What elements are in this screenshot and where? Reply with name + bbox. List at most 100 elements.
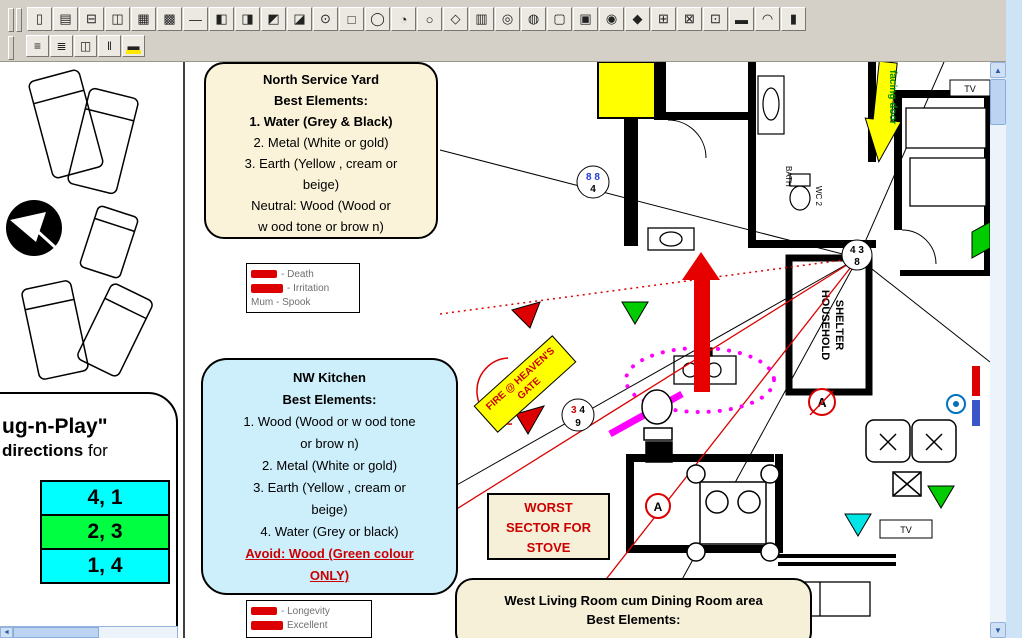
tool-monitor-button[interactable]: ◩ <box>261 7 286 31</box>
sector-a-marker-2: A <box>645 493 671 519</box>
rounded-square-icon: ▢ <box>553 11 566 26</box>
circle3-top-red: 3 <box>571 405 577 416</box>
facing-door-arrow: facing door <box>864 62 902 163</box>
legend-box-top[interactable]: - Death - Irritation Mum - Spook <box>246 263 360 313</box>
tool-hatch-button[interactable]: ▥ <box>469 7 494 31</box>
tool-dot-square-button[interactable]: ⊡ <box>703 7 728 31</box>
drawing-canvas[interactable]: BATH WC 2 HOUSEHOLD SHELTER <box>0 62 990 638</box>
plus-square-icon: ⊞ <box>658 11 669 26</box>
horizontal-scrollbar-thumb[interactable] <box>13 627 99 638</box>
tool-circle-dot-button[interactable]: ⊙ <box>313 7 338 31</box>
direction-cell: 2, 3 <box>42 516 168 550</box>
circle-icon: ○ <box>425 11 434 27</box>
tool-open-button[interactable]: ▤ <box>53 7 78 31</box>
household-shelter-label: SHELTER <box>833 300 845 351</box>
scroll-up-button[interactable]: ▲ <box>990 62 1006 78</box>
scroll-down-button[interactable]: ▼ <box>990 622 1006 638</box>
worst-line: WORST <box>524 500 573 515</box>
tool-donut-button[interactable]: ◎ <box>495 7 520 31</box>
avoid-line: Avoid: Wood (Green colour <box>245 546 414 561</box>
tool-monitor2-button[interactable]: ◪ <box>287 7 312 31</box>
columns-icon: ‖ <box>107 39 112 53</box>
plug-subtitle-rest: for <box>83 441 108 460</box>
legend-label: Excellent <box>287 619 328 631</box>
tool-align-button[interactable]: ≡ <box>26 35 49 57</box>
red-triangle <box>515 405 546 435</box>
tool-frame-button[interactable]: ◫ <box>74 35 97 57</box>
compass-symbol <box>6 200 62 256</box>
callout-title: West Living Room cum Dining Room area <box>504 593 763 608</box>
west-living-room-callout[interactable]: West Living Room cum Dining Room area Be… <box>455 578 812 638</box>
wc-label: WC 2 <box>814 186 823 207</box>
tool-plus-square-button[interactable]: ⊞ <box>651 7 676 31</box>
tool-filled-square-button[interactable]: ▣ <box>573 7 598 31</box>
callout-line: 1. Water (Grey & Black) <box>249 114 393 129</box>
horizontal-scrollbar[interactable]: ◄ <box>0 626 178 638</box>
red-sector-lines-group <box>454 257 859 638</box>
sector-lines-group <box>439 62 990 638</box>
legend-box-bottom[interactable]: - Longevity Excellent <box>246 600 372 638</box>
tool-grid-button[interactable]: ▩ <box>157 7 182 31</box>
tool-ellipse-button[interactable]: ◯ <box>365 7 390 31</box>
plug-title: ug-n-Play" <box>2 415 108 438</box>
tool-bar-button[interactable]: ▬ <box>729 7 754 31</box>
bar-icon: ▬ <box>735 11 748 27</box>
callout-line: 3. Earth (Yellow , cream or <box>253 480 406 495</box>
toolbar-grip[interactable] <box>16 8 22 32</box>
tool-book-button[interactable]: ▦ <box>131 7 156 31</box>
callout-line: Neutral: Wood (Wood or <box>251 198 391 213</box>
plug-n-play-box[interactable]: ug-n-Play" directions for 4, 1 2, 3 1, 4 <box>0 392 178 638</box>
tool-arc-button[interactable]: ◔ <box>391 7 416 31</box>
tool-square-button[interactable]: □ <box>339 7 364 31</box>
tool-columns-button[interactable]: ‖ <box>98 35 121 57</box>
direction-table: 4, 1 2, 3 1, 4 <box>40 480 170 584</box>
x-square-icon: ⊠ <box>684 11 695 26</box>
tool-print-button[interactable]: ◫ <box>105 7 130 31</box>
tool-diamond-button[interactable]: ◇ <box>443 7 468 31</box>
sofa-group <box>865 419 957 497</box>
tool-x-square-button[interactable]: ⊠ <box>677 7 702 31</box>
toolbar-grip[interactable] <box>8 36 14 60</box>
tool-line-button[interactable]: — <box>183 7 208 31</box>
tool-arch-button[interactable]: ◠ <box>755 7 780 31</box>
tool-shaded-circle-button[interactable]: ◍ <box>521 7 546 31</box>
tool-rounded-square-button[interactable]: ▢ <box>547 7 572 31</box>
furniture-group <box>21 69 153 380</box>
tool-star-button[interactable]: ◆ <box>625 7 650 31</box>
tool-list-button[interactable]: ≣ <box>50 35 73 57</box>
legend-label: - Death <box>281 268 314 280</box>
bathroom-fixtures-group <box>757 75 811 211</box>
callout-line: 2. Metal (White or gold) <box>253 135 389 150</box>
worst-sector-callout[interactable]: WORST SECTOR FOR STOVE <box>487 493 610 560</box>
vertical-scrollbar[interactable]: ▲ ▼ <box>990 62 1006 638</box>
tool-new-doc-button[interactable]: ▯ <box>27 7 52 31</box>
vertical-scrollbar-thumb[interactable] <box>990 79 1006 125</box>
tool-target-button[interactable]: ◉ <box>599 7 624 31</box>
magenta-dotted-ellipse <box>624 346 776 414</box>
nw-kitchen-callout[interactable]: NW Kitchen Best Elements: 1. Wood (Wood … <box>201 358 458 595</box>
callout-line: beige) <box>311 502 348 517</box>
facing-door-label: facing door <box>887 70 898 125</box>
tool-save-button[interactable]: ⊟ <box>79 7 104 31</box>
red-mark <box>251 620 283 630</box>
callout-title: NW Kitchen <box>293 370 366 385</box>
legend-label: Mum - Spook <box>251 296 311 308</box>
yellow-room <box>597 62 657 119</box>
flying-star-circle-3: 3 4 9 <box>561 398 595 432</box>
circle-dot-icon: ⊙ <box>320 11 331 26</box>
north-service-yard-callout[interactable]: North Service Yard Best Elements: 1. Wat… <box>204 62 438 239</box>
blue-bar-marker <box>972 400 980 426</box>
bath-label: BATH <box>784 166 793 187</box>
shaded-circle-icon: ◍ <box>527 11 540 26</box>
red-bar-marker <box>972 366 980 396</box>
tool-circle-button[interactable]: ○ <box>417 7 442 31</box>
scroll-left-button[interactable]: ◄ <box>0 627 13 638</box>
toolbar-grip[interactable] <box>8 8 14 32</box>
window-icon: ◧ <box>215 11 228 26</box>
red-dotted-line <box>439 257 859 315</box>
tool-window-button[interactable]: ◧ <box>209 7 234 31</box>
blue-target-marker <box>946 394 966 414</box>
tool-highlight-button[interactable]: ▬ <box>122 35 145 57</box>
tool-split-window-button[interactable]: ◨ <box>235 7 260 31</box>
tool-column-button[interactable]: ▮ <box>781 7 806 31</box>
